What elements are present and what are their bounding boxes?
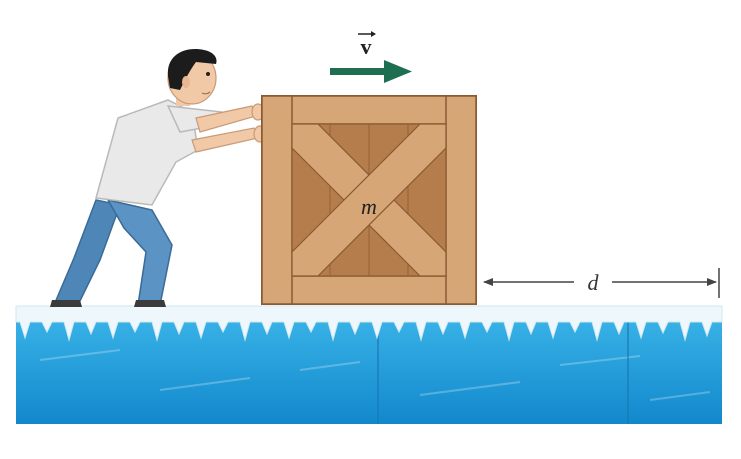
crate: m xyxy=(261,95,477,305)
double-headed-arrow-icon xyxy=(483,268,720,298)
velocity-vector: v xyxy=(330,31,412,83)
ice-ground xyxy=(15,305,723,424)
distance-label: d xyxy=(588,270,600,295)
distance-marker: d xyxy=(483,268,720,298)
vector-overarrow-icon xyxy=(358,31,376,37)
mass-label: m xyxy=(361,194,377,219)
velocity-label: v xyxy=(361,34,372,59)
right-arrow-icon xyxy=(330,60,412,83)
person xyxy=(50,49,267,307)
